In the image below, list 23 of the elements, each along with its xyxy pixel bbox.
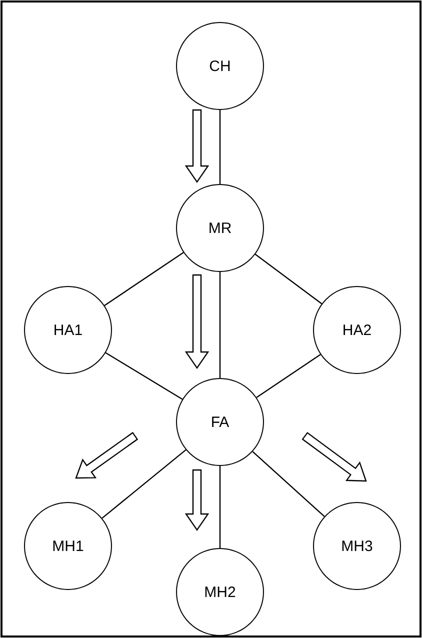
node-circle: [176, 378, 264, 466]
connector-line: [102, 449, 186, 519]
node-label: CH: [209, 58, 231, 74]
connector-line: [252, 451, 325, 517]
node-label: HA1: [53, 322, 83, 338]
node-label: MH1: [52, 538, 84, 554]
node-label: MR: [208, 220, 232, 236]
node-label: FA: [210, 414, 230, 430]
connector-line: [219, 272, 221, 378]
connector-line: [219, 466, 221, 548]
block-arrow: [184, 109, 210, 184]
block-arrow: [75, 432, 138, 479]
node-label: HA2: [342, 322, 372, 338]
connector-line: [104, 252, 184, 306]
block-arrow: [184, 469, 210, 532]
connector-line: [219, 110, 221, 184]
block-arrow: [184, 274, 210, 370]
connector-line: [256, 354, 321, 398]
connector-line: [254, 254, 322, 304]
block-arrow: [302, 432, 367, 482]
node-label: MH3: [341, 538, 373, 554]
connector-line: [105, 352, 183, 400]
node-label: MH2: [204, 584, 236, 600]
